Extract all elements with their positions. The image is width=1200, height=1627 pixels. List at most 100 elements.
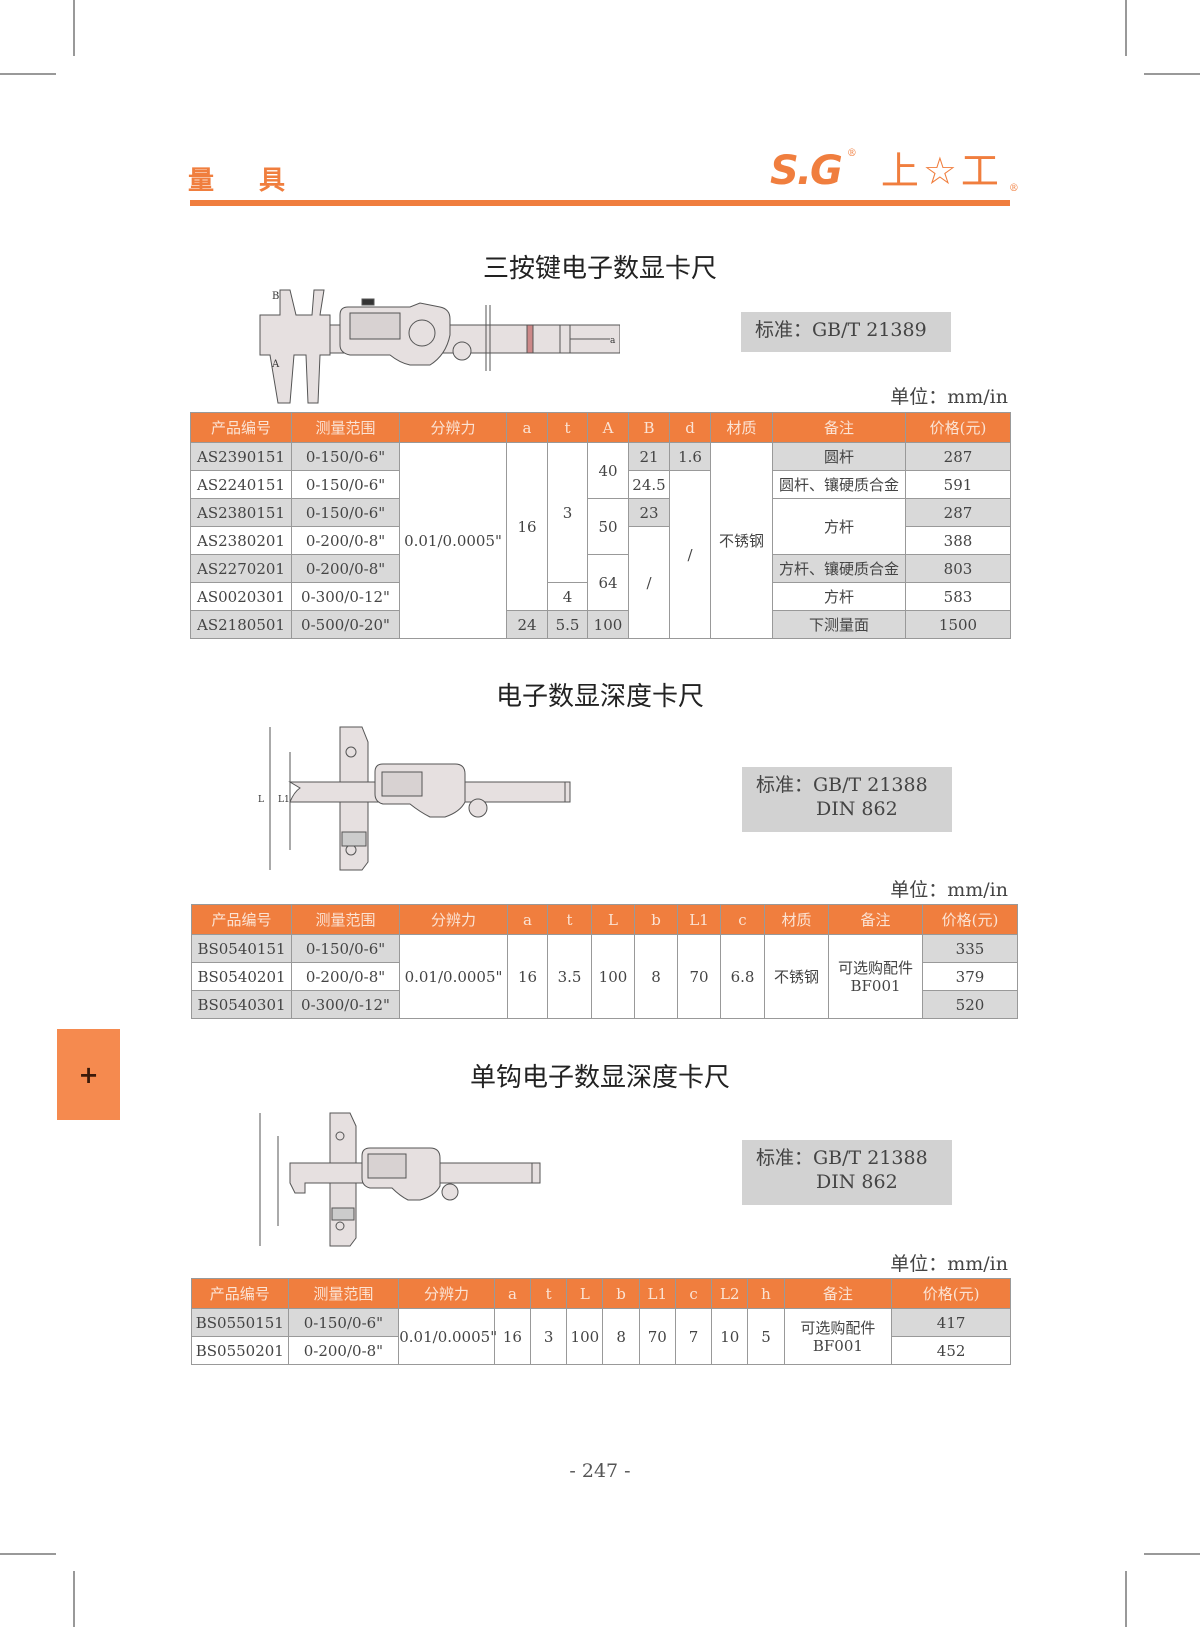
standard-label: 标准：GB/T 21388 DIN 862 bbox=[742, 1140, 952, 1205]
column-header: a bbox=[507, 904, 548, 935]
standard-text: 标准：GB/T 21388 bbox=[756, 1147, 928, 1169]
column-header: 测量范围 bbox=[291, 412, 400, 443]
dim-h: 5 bbox=[747, 1308, 785, 1365]
column-header: d bbox=[669, 412, 711, 443]
product-code: AS2380151 bbox=[190, 498, 292, 527]
table-row: AS2240151 0-150/0-6" 24.5 / 圆杆、镶硬质合金 591 bbox=[190, 470, 1011, 639]
dim-A: 50 bbox=[587, 498, 629, 555]
column-header: 产品编号 bbox=[191, 904, 292, 935]
crop-mark bbox=[1144, 73, 1200, 75]
column-header: t bbox=[530, 1278, 568, 1309]
dim-a: 24 bbox=[506, 610, 548, 639]
product-code: BS0540151 bbox=[191, 934, 292, 963]
price: 452 bbox=[891, 1336, 1011, 1365]
column-header: 分辨力 bbox=[399, 412, 507, 443]
price: 583 bbox=[905, 582, 1011, 611]
unit-label: 单位：mm/in bbox=[890, 879, 1008, 901]
table-row: AS2180501 0-500/0-20" 24 5.5 100 下测量面 15… bbox=[190, 610, 1011, 639]
table-row: BS0540151 0-150/0-6" 0.01/0.0005" 16 3.5… bbox=[191, 934, 1018, 1019]
note: 方杆、镶硬质合金 bbox=[772, 554, 906, 583]
measure-range: 0-150/0-6" bbox=[291, 442, 400, 471]
svg-text:B: B bbox=[272, 291, 279, 302]
note: 下测量面 bbox=[772, 610, 906, 639]
column-header: L1 bbox=[638, 1278, 676, 1309]
standard-label: 标准：GB/T 21389 bbox=[741, 312, 951, 352]
note-line1: 可选购配件 bbox=[837, 958, 913, 977]
dim-a: 16 bbox=[493, 1308, 532, 1365]
price: 803 bbox=[905, 554, 1011, 583]
table-row: AS2380151 0-150/0-6" 50 23 方杆 287 bbox=[190, 498, 1011, 555]
dim-t: 3 bbox=[530, 1308, 568, 1365]
standard-label: 标准：GB/T 21388 DIN 862 bbox=[742, 767, 952, 832]
dim-t: 4 bbox=[547, 582, 588, 611]
dim-A: 64 bbox=[587, 554, 629, 611]
measure-range: 0-150/0-6" bbox=[291, 498, 400, 527]
column-header: 分辨力 bbox=[398, 1278, 495, 1309]
table-header-row: 产品编号 测量范围 分辨力 a t L b L1 c L2 h 备注 价格(元) bbox=[191, 1278, 1011, 1309]
plus-icon: + bbox=[78, 1060, 99, 1089]
price: 388 bbox=[905, 526, 1011, 555]
crop-mark bbox=[73, 1571, 75, 1627]
note: 可选购配件 BF001 bbox=[783, 1308, 893, 1365]
dim-c: 6.8 bbox=[720, 934, 765, 1019]
section-title: 单钩电子数显深度卡尺 bbox=[469, 1063, 730, 1093]
dim-a: 16 bbox=[506, 442, 548, 611]
svg-text:L: L bbox=[258, 795, 264, 805]
table-row: AS2380201 0-200/0-8" / 388 bbox=[190, 526, 1011, 639]
resolution: 0.01/0.0005" bbox=[398, 1308, 497, 1365]
column-header: 价格(元) bbox=[891, 1278, 1011, 1309]
product-code: AS2240151 bbox=[190, 470, 292, 499]
note-line2: BF001 bbox=[812, 1336, 863, 1355]
column-header: 测量范围 bbox=[291, 904, 400, 935]
measure-range: 0-200/0-8" bbox=[291, 526, 400, 555]
dim-L: 100 bbox=[591, 934, 635, 1019]
note: 圆杆 bbox=[772, 442, 906, 471]
column-header: 备注 bbox=[772, 412, 906, 443]
side-tab-expand-button[interactable]: + bbox=[57, 1029, 120, 1120]
table-row: AS0020301 0-300/0-12" 4 方杆 583 bbox=[190, 582, 1011, 611]
column-header: t bbox=[547, 412, 588, 443]
resolution: 0.01/0.0005" bbox=[399, 442, 507, 639]
table-row: AS2270201 0-200/0-8" 64 方杆、镶硬质合金 803 bbox=[190, 554, 1011, 611]
column-header: b bbox=[602, 1278, 640, 1309]
column-header: a bbox=[493, 1278, 532, 1309]
table-row: AS2390151 0-150/0-6" 0.01/0.0005" 16 3 4… bbox=[190, 442, 1011, 639]
dim-t: 5.5 bbox=[547, 610, 588, 639]
dim-A: 40 bbox=[587, 442, 629, 499]
crop-mark bbox=[1125, 0, 1127, 56]
crop-mark bbox=[0, 73, 56, 75]
depth-caliper-drawing-icon: L L1 bbox=[258, 726, 571, 871]
note-line2: BF001 bbox=[850, 976, 901, 995]
measure-range: 0-300/0-12" bbox=[291, 582, 400, 611]
unit-label: 单位：mm/in bbox=[890, 386, 1008, 408]
note: 方杆 bbox=[772, 498, 906, 555]
column-header: 价格(元) bbox=[905, 412, 1011, 443]
column-header: A bbox=[587, 412, 629, 443]
standard-text: 标准：GB/T 21389 bbox=[755, 319, 927, 341]
crop-mark bbox=[1144, 1553, 1200, 1555]
column-header: L bbox=[591, 904, 635, 935]
material: 不锈钢 bbox=[710, 442, 773, 639]
dim-A: 100 bbox=[587, 610, 629, 639]
section-title: 三按键电子数显卡尺 bbox=[482, 254, 717, 284]
product-code: BS0540301 bbox=[191, 990, 292, 1019]
product-code: AS2390151 bbox=[190, 442, 292, 471]
column-header: h bbox=[747, 1278, 785, 1309]
caliper-drawing-icon: B A a bbox=[259, 289, 620, 404]
price: 591 bbox=[905, 470, 1011, 499]
measure-range: 0-200/0-8" bbox=[291, 962, 400, 991]
logo-sg-mark: S.G bbox=[770, 148, 843, 194]
dim-c: 7 bbox=[674, 1308, 713, 1365]
measure-range: 0-200/0-8" bbox=[287, 1336, 400, 1365]
dim-L1: 70 bbox=[677, 934, 721, 1019]
measure-range: 0-150/0-6" bbox=[291, 470, 400, 499]
column-header: c bbox=[674, 1278, 713, 1309]
column-header: a bbox=[506, 412, 548, 443]
dim-t: 3.5 bbox=[547, 934, 592, 1019]
column-header: 分辨力 bbox=[399, 904, 508, 935]
material: 不锈钢 bbox=[764, 934, 829, 1019]
svg-text:L1: L1 bbox=[278, 795, 290, 805]
unit-label: 单位：mm/in bbox=[890, 1253, 1008, 1275]
brand-logo: S.G ® 上☆工 ® bbox=[770, 148, 1019, 194]
price: 417 bbox=[891, 1308, 1011, 1337]
